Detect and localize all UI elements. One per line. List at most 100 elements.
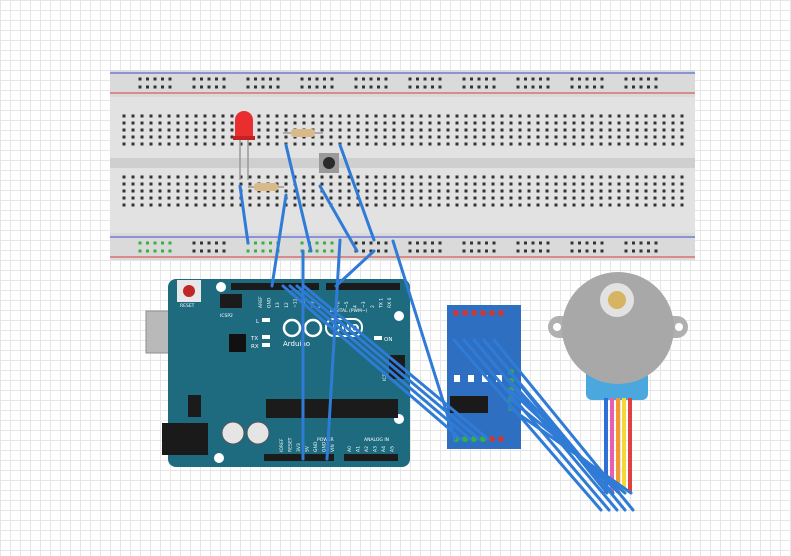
breadboard-hole (167, 203, 171, 207)
driver-led (482, 375, 488, 382)
breadboard-hole (482, 182, 486, 186)
breadboard-hole (624, 85, 628, 89)
breadboard-hole (644, 189, 648, 193)
breadboard-hole (149, 114, 153, 118)
breadboard-hole (192, 241, 196, 245)
breadboard-hole (482, 189, 486, 193)
breadboard-hole (644, 196, 648, 200)
breadboard-hole (617, 203, 621, 207)
breadboard-hole (626, 189, 630, 193)
breadboard-hole (563, 182, 567, 186)
breadboard-hole (423, 241, 427, 245)
breadboard-hole (644, 128, 648, 132)
breadboard-hole (362, 249, 365, 253)
atmega-chip (266, 399, 398, 418)
breadboard-hole (593, 249, 596, 253)
breadboard-hole (362, 77, 365, 81)
breadboard-hole (221, 196, 225, 200)
breadboard-hole (221, 203, 225, 207)
breadboard-hole (527, 196, 531, 200)
breadboard-hole (509, 182, 513, 186)
breadboard-hole (554, 142, 558, 146)
mount-hole (214, 453, 224, 463)
breadboard-hole (482, 128, 486, 132)
breadboard-hole (680, 121, 684, 125)
breadboard-hole (608, 135, 612, 139)
breadboard-hole (365, 189, 369, 193)
breadboard-hole (477, 249, 481, 253)
breadboard-hole (383, 182, 387, 186)
breadboard-hole (446, 189, 450, 193)
breadboard-hole (516, 85, 520, 89)
capacitor (221, 421, 245, 445)
breadboard-hole (203, 182, 207, 186)
breadboard-hole (194, 203, 198, 207)
breadboard-hole (554, 121, 558, 125)
breadboard-hole (608, 182, 612, 186)
breadboard-hole (473, 182, 477, 186)
breadboard-hole (662, 121, 666, 125)
breadboard-hole (671, 182, 675, 186)
breadboard-hole (680, 135, 684, 139)
breadboard-hole (653, 189, 657, 193)
breadboard-hole (531, 85, 535, 89)
breadboard-hole (230, 114, 234, 118)
breadboard-hole (546, 85, 550, 89)
breadboard-hole (536, 135, 540, 139)
breadboard-hole (383, 114, 387, 118)
driver-pin-bottom (489, 436, 495, 442)
pin-label: A5 (390, 446, 396, 452)
breadboard-hole (491, 189, 495, 193)
breadboard-hole (392, 135, 396, 139)
mount-hole (394, 311, 404, 321)
breadboard-hole (599, 128, 603, 132)
motor-body (562, 272, 674, 384)
breadboard-hole (563, 203, 567, 207)
breadboard-hole (482, 196, 486, 200)
breadboard-hole (536, 189, 540, 193)
breadboard-hole (653, 114, 657, 118)
breadboard-hole (194, 135, 198, 139)
breadboard-hole (437, 142, 441, 146)
wire (508, 406, 633, 495)
breadboard-hole (524, 249, 527, 253)
breadboard-hole (146, 241, 149, 245)
breadboard-hole (416, 241, 419, 245)
breadboard-hole (257, 135, 261, 139)
breadboard-hole (644, 135, 648, 139)
breadboard-hole (539, 241, 542, 245)
breadboard-hole (215, 249, 218, 253)
breadboard-hole (221, 121, 225, 125)
breadboard-hole (212, 196, 216, 200)
breadboard-hole (347, 142, 351, 146)
breadboard-hole (531, 249, 535, 253)
breadboard-hole (632, 241, 635, 245)
breadboard-hole (554, 189, 558, 193)
breadboard-hole (608, 196, 612, 200)
reset-button-cap[interactable] (183, 285, 195, 297)
breadboard-hole (545, 128, 549, 132)
breadboard-hole (194, 196, 198, 200)
breadboard-hole (194, 121, 198, 125)
led-on (374, 336, 382, 340)
breadboard-hole (261, 85, 265, 89)
breadboard-hole (203, 121, 207, 125)
arduino-board: RESET ICSP2 L TX RX UNO Arduino DIGITAL … (145, 279, 410, 467)
breadboard-hole (593, 241, 596, 245)
breadboard-hole (563, 121, 567, 125)
led-rx (262, 343, 270, 347)
breadboard-hole (347, 121, 351, 125)
breadboard-hole (221, 142, 225, 146)
breadboard-hole (248, 175, 252, 179)
breadboard-hole (509, 114, 513, 118)
breadboard-hole (654, 77, 658, 81)
pushbutton-cap[interactable] (323, 157, 335, 169)
breadboard-hole (477, 77, 481, 81)
breadboard-hole (539, 77, 542, 81)
breadboard-hole (485, 85, 488, 89)
breadboard-hole (482, 135, 486, 139)
breadboard-hole (485, 241, 488, 245)
breadboard-hole (599, 175, 603, 179)
breadboard-hole (617, 182, 621, 186)
